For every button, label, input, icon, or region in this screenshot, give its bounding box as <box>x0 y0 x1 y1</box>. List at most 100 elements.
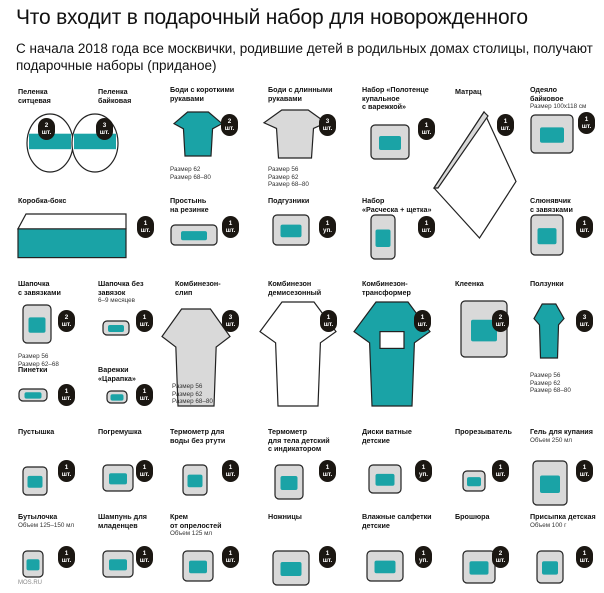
quantity-value: 1 <box>228 550 233 557</box>
item-label: Термометр для воды без ртути <box>170 427 225 445</box>
item-sizes: Размер 56 Размер 62 Размер 68–80 <box>268 166 309 188</box>
item-label: Клеенка <box>455 279 484 289</box>
box-icon <box>16 212 128 265</box>
quantity-unit: шт. <box>225 471 236 478</box>
quantity-unit: шт. <box>579 471 590 478</box>
item-title: Боди с длинными рукавами <box>268 85 333 103</box>
item-title: Термометр для тела детский с индикатором <box>268 427 330 453</box>
quantity-value: 1 <box>325 550 330 557</box>
quantity-value: 1 <box>142 464 147 471</box>
teether-icon <box>460 468 488 499</box>
quantity-badge: 1 шт. <box>222 460 239 482</box>
quantity-value: 1 <box>64 388 69 395</box>
quantity-unit: шт. <box>139 395 150 402</box>
item-title: Шампунь для младенцев <box>98 512 147 530</box>
item-title: Матрац <box>455 87 482 96</box>
cream-tube-icon <box>180 548 216 589</box>
item-title: Варежки «Царапка» <box>98 365 136 383</box>
item-title: Подгузники <box>268 196 310 205</box>
bodysuit-long-icon <box>262 106 328 167</box>
item-label: Влажные салфетки детские <box>362 512 432 530</box>
quantity-value: 1 <box>424 122 429 129</box>
towel-icon <box>368 122 412 167</box>
quantity-unit: шт. <box>421 227 432 234</box>
quantity-unit: шт. <box>500 125 511 132</box>
item-label: Набор «Полотенце купальное с варежкой» <box>362 85 429 112</box>
item-label: Слюнявчик с завязками <box>530 196 573 214</box>
gel-bottle-icon <box>530 458 570 513</box>
hat-icon <box>20 302 54 351</box>
quantity-badge: 1 шт. <box>136 546 153 568</box>
quantity-badge: 1 шт. <box>137 216 154 238</box>
quantity-unit: шт. <box>61 557 72 564</box>
quantity-badge: 3 шт. <box>319 114 336 136</box>
sheet-icon <box>168 222 220 253</box>
quantity-unit: шт. <box>322 557 333 564</box>
quantity-value: 1 <box>325 220 330 227</box>
item-label: Прорезыватель <box>455 427 512 437</box>
quantity-badge: 1 шт. <box>136 384 153 406</box>
quantity-unit: шт. <box>61 395 72 402</box>
quantity-badge: 3 шт. <box>222 310 239 332</box>
quantity-value: 1 <box>424 220 429 227</box>
quantity-badge: 1 шт. <box>222 546 239 568</box>
wet-wipes-icon <box>364 548 406 589</box>
sleepsuit-icon <box>160 305 232 415</box>
quantity-value: 1 <box>228 220 233 227</box>
quantity-value: 1 <box>228 464 233 471</box>
quantity-value: 1 <box>142 314 147 321</box>
item-label: Подгузники <box>268 196 310 206</box>
item-title: Ножницы <box>268 512 302 521</box>
item-label: Боди с короткими рукавами <box>170 85 234 103</box>
quantity-badge: 2 шт. <box>38 118 55 140</box>
quantity-unit: шт. <box>323 321 334 328</box>
item-label: Комбинезон демисезонный <box>268 279 321 297</box>
item-title: Шапочка с завязками <box>18 279 61 297</box>
item-label: Набор «Расческа + щетка» <box>362 196 432 214</box>
quantity-unit: шт. <box>139 321 150 328</box>
item-label: Шапочка с завязками <box>18 279 61 297</box>
item-label: Пинетки <box>18 365 48 375</box>
quantity-value: 1 <box>421 464 426 471</box>
item-sizes: Размер 56 Размер 62 Размер 68–80 <box>530 372 571 394</box>
bib-icon <box>528 212 566 263</box>
quantity-value: 1 <box>582 464 587 471</box>
quantity-unit: шт. <box>417 321 428 328</box>
quantity-value: 1 <box>326 314 331 321</box>
blanket-icon <box>528 112 576 161</box>
quantity-badge: 1 шт. <box>320 310 337 332</box>
quantity-unit: шт. <box>421 129 432 136</box>
item-title: Набор «Расческа + щетка» <box>362 196 432 214</box>
item-label: Пеленка байковая <box>98 87 132 105</box>
item-subtitle: Объем 250 мл <box>530 436 573 444</box>
quantity-unit: уп. <box>418 557 429 564</box>
quantity-badge: 2 шт. <box>58 310 75 332</box>
item-title: Прорезыватель <box>455 427 512 436</box>
item-title: Пинетки <box>18 365 48 374</box>
quantity-badge: 1 шт. <box>58 460 75 482</box>
comb-icon <box>368 212 398 267</box>
beanie-icon <box>100 318 132 343</box>
quantity-badge: 1 уп. <box>319 216 336 238</box>
quantity-badge: 1 шт. <box>497 114 514 136</box>
quantity-badge: 1 шт. <box>418 118 435 140</box>
quantity-unit: шт. <box>225 557 236 564</box>
quantity-badge: 1 уп. <box>415 460 432 482</box>
item-subtitle: 6–9 месяцев <box>98 297 136 304</box>
quantity-value: 1 <box>325 464 330 471</box>
quantity-unit: шт. <box>61 471 72 478</box>
item-label: Погремушка <box>98 427 142 437</box>
cotton-pads-icon <box>366 462 404 501</box>
quantity-unit: шт. <box>495 321 506 328</box>
item-subtitle: Объем 100 г <box>530 521 567 529</box>
quantity-unit: уп. <box>418 471 429 478</box>
item-title: Набор «Полотенце купальное с варежкой» <box>362 85 429 111</box>
item-title: Клеенка <box>455 279 484 288</box>
item-title: Пеленка байковая <box>98 87 132 105</box>
quantity-value: 1 <box>421 550 426 557</box>
